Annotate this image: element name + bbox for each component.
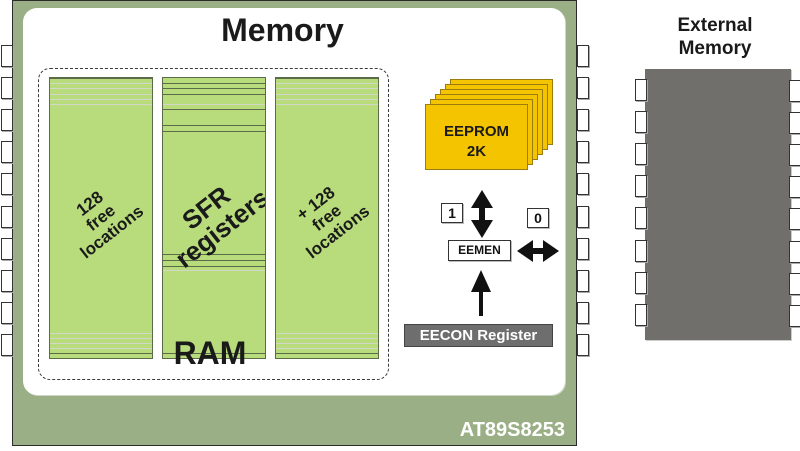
pin xyxy=(635,175,647,198)
eeprom-label: EEPROM 2K xyxy=(425,122,528,162)
bit-one-box: 1 xyxy=(441,203,463,223)
pin xyxy=(577,109,589,132)
external-memory-chip xyxy=(645,69,791,340)
vertical-double-arrow-icon xyxy=(471,190,493,238)
ram-column-free-lower: 128 free locations xyxy=(49,77,153,359)
ram-column-free-upper: + 128 free locations xyxy=(275,77,379,359)
part-number: AT89S8253 xyxy=(459,419,565,441)
pin xyxy=(635,207,647,230)
pin xyxy=(635,143,647,166)
ram-column-label: + 128 free locations xyxy=(276,154,378,282)
title-line: Memory xyxy=(678,38,752,59)
pin xyxy=(577,333,589,356)
eeprom-size: 2K xyxy=(466,143,487,160)
pin xyxy=(789,112,800,135)
title-line: External xyxy=(677,15,753,36)
ram-column-label: 128 free locations xyxy=(50,154,152,282)
pin xyxy=(789,176,800,199)
bit-zero-box: 0 xyxy=(527,208,549,228)
ram-column-label: SFR registers xyxy=(163,154,265,281)
pin xyxy=(1,205,13,228)
eeprom-label-line: EEPROM xyxy=(443,123,509,140)
ram-label: RAM xyxy=(173,335,247,371)
pin xyxy=(577,141,589,164)
pin xyxy=(789,272,800,295)
horizontal-double-arrow-icon xyxy=(517,240,559,262)
pin xyxy=(1,173,13,196)
eeprom-card-front xyxy=(425,104,528,170)
pin xyxy=(1,141,13,164)
pin xyxy=(635,79,647,101)
pin xyxy=(789,208,800,231)
pin xyxy=(1,237,13,260)
pin xyxy=(1,45,13,67)
pin xyxy=(577,237,589,260)
external-memory-title: External Memory xyxy=(640,14,790,60)
ram-column-sfr: SFR registers xyxy=(162,77,266,359)
eecon-register-label: EECON Register xyxy=(404,324,553,347)
ram-group xyxy=(38,68,389,380)
eemen-box: EEMEN xyxy=(448,240,511,261)
pin xyxy=(577,205,589,228)
pin xyxy=(1,269,13,292)
memory-title: Memory xyxy=(221,12,344,48)
pin xyxy=(1,109,13,132)
pin xyxy=(577,173,589,196)
pin xyxy=(635,111,647,134)
pin xyxy=(635,239,647,262)
pin xyxy=(1,333,13,356)
pin xyxy=(577,269,589,292)
pin xyxy=(789,240,800,263)
pin xyxy=(577,77,589,100)
pin xyxy=(1,301,13,324)
pin xyxy=(1,77,13,100)
pin xyxy=(789,144,800,167)
pin xyxy=(577,45,589,67)
pin xyxy=(789,80,800,102)
pin xyxy=(789,304,800,327)
up-arrow-icon xyxy=(471,270,491,316)
pin xyxy=(635,303,647,326)
pin xyxy=(635,271,647,294)
pin xyxy=(577,301,589,324)
